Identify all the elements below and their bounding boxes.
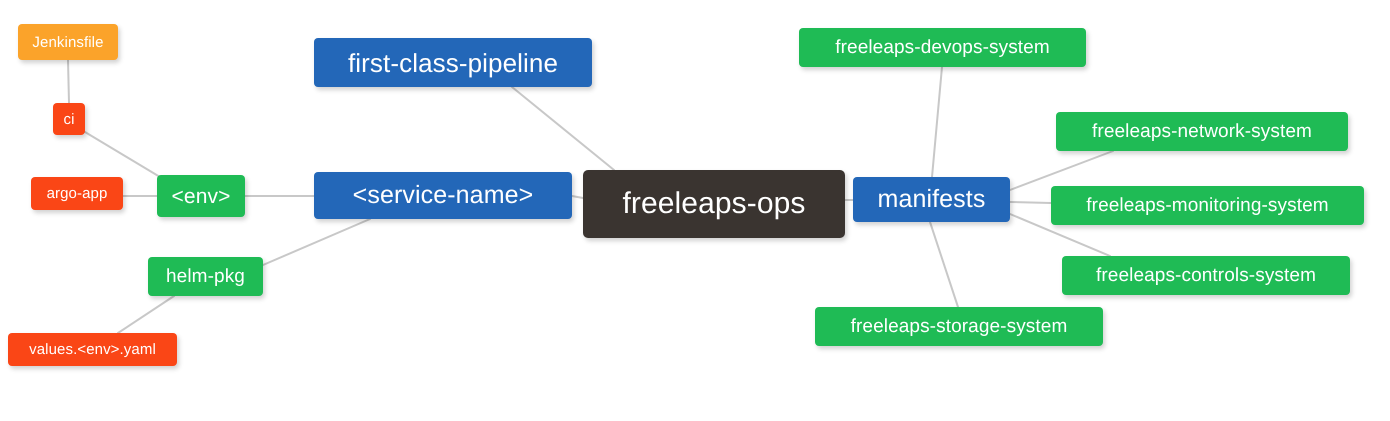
node-helm-pkg[interactable]: helm-pkg xyxy=(148,257,263,296)
node-label: first-class-pipeline xyxy=(347,47,559,78)
node-label: freeleaps-devops-system xyxy=(835,37,1050,58)
edge-devops-system-to-manifests xyxy=(931,66,943,178)
edge-first-class-pipeline-to-freeleaps-ops xyxy=(511,86,615,171)
node-env[interactable]: <env> xyxy=(157,175,245,217)
node-storage-system[interactable]: freeleaps-storage-system xyxy=(815,307,1103,346)
node-label: manifests xyxy=(877,185,986,213)
node-label: Jenkinsfile xyxy=(32,33,104,51)
node-label: freeleaps-ops xyxy=(622,187,806,220)
node-label: freeleaps-network-system xyxy=(1092,121,1312,142)
node-service-name[interactable]: <service-name> xyxy=(314,172,572,219)
node-label: <env> xyxy=(171,184,231,208)
edge-values-yaml-to-helm-pkg xyxy=(117,295,175,334)
node-first-class-pipeline[interactable]: first-class-pipeline xyxy=(314,38,592,87)
node-label: argo-app xyxy=(46,185,108,202)
node-jenkinsfile[interactable]: Jenkinsfile xyxy=(18,24,118,60)
node-label: freeleaps-storage-system xyxy=(850,316,1068,337)
node-network-system[interactable]: freeleaps-network-system xyxy=(1056,112,1348,151)
node-argo-app[interactable]: argo-app xyxy=(31,177,123,210)
node-devops-system[interactable]: freeleaps-devops-system xyxy=(799,28,1086,67)
edge-ci-to-env xyxy=(84,131,161,178)
node-label: values.<env>.yaml xyxy=(29,341,156,358)
node-label: helm-pkg xyxy=(166,266,245,287)
edge-manifests-to-network-system xyxy=(1009,150,1114,191)
node-label: freeleaps-monitoring-system xyxy=(1086,195,1329,216)
edge-service-name-to-freeleaps-ops xyxy=(571,195,584,199)
edge-helm-pkg-to-service-name xyxy=(262,218,371,266)
node-manifests[interactable]: manifests xyxy=(853,177,1010,222)
node-label: <service-name> xyxy=(352,181,534,209)
node-label: freeleaps-controls-system xyxy=(1095,265,1317,286)
edge-manifests-to-storage-system xyxy=(929,221,959,308)
node-values-yaml[interactable]: values.<env>.yaml xyxy=(8,333,177,366)
node-freeleaps-ops[interactable]: freeleaps-ops xyxy=(583,170,845,238)
node-label: ci xyxy=(63,110,75,128)
node-monitoring-system[interactable]: freeleaps-monitoring-system xyxy=(1051,186,1364,225)
node-controls-system[interactable]: freeleaps-controls-system xyxy=(1062,256,1350,295)
edge-jenkinsfile-to-ci xyxy=(67,59,70,104)
edge-manifests-to-monitoring-system xyxy=(1009,201,1052,204)
node-ci[interactable]: ci xyxy=(53,103,85,135)
